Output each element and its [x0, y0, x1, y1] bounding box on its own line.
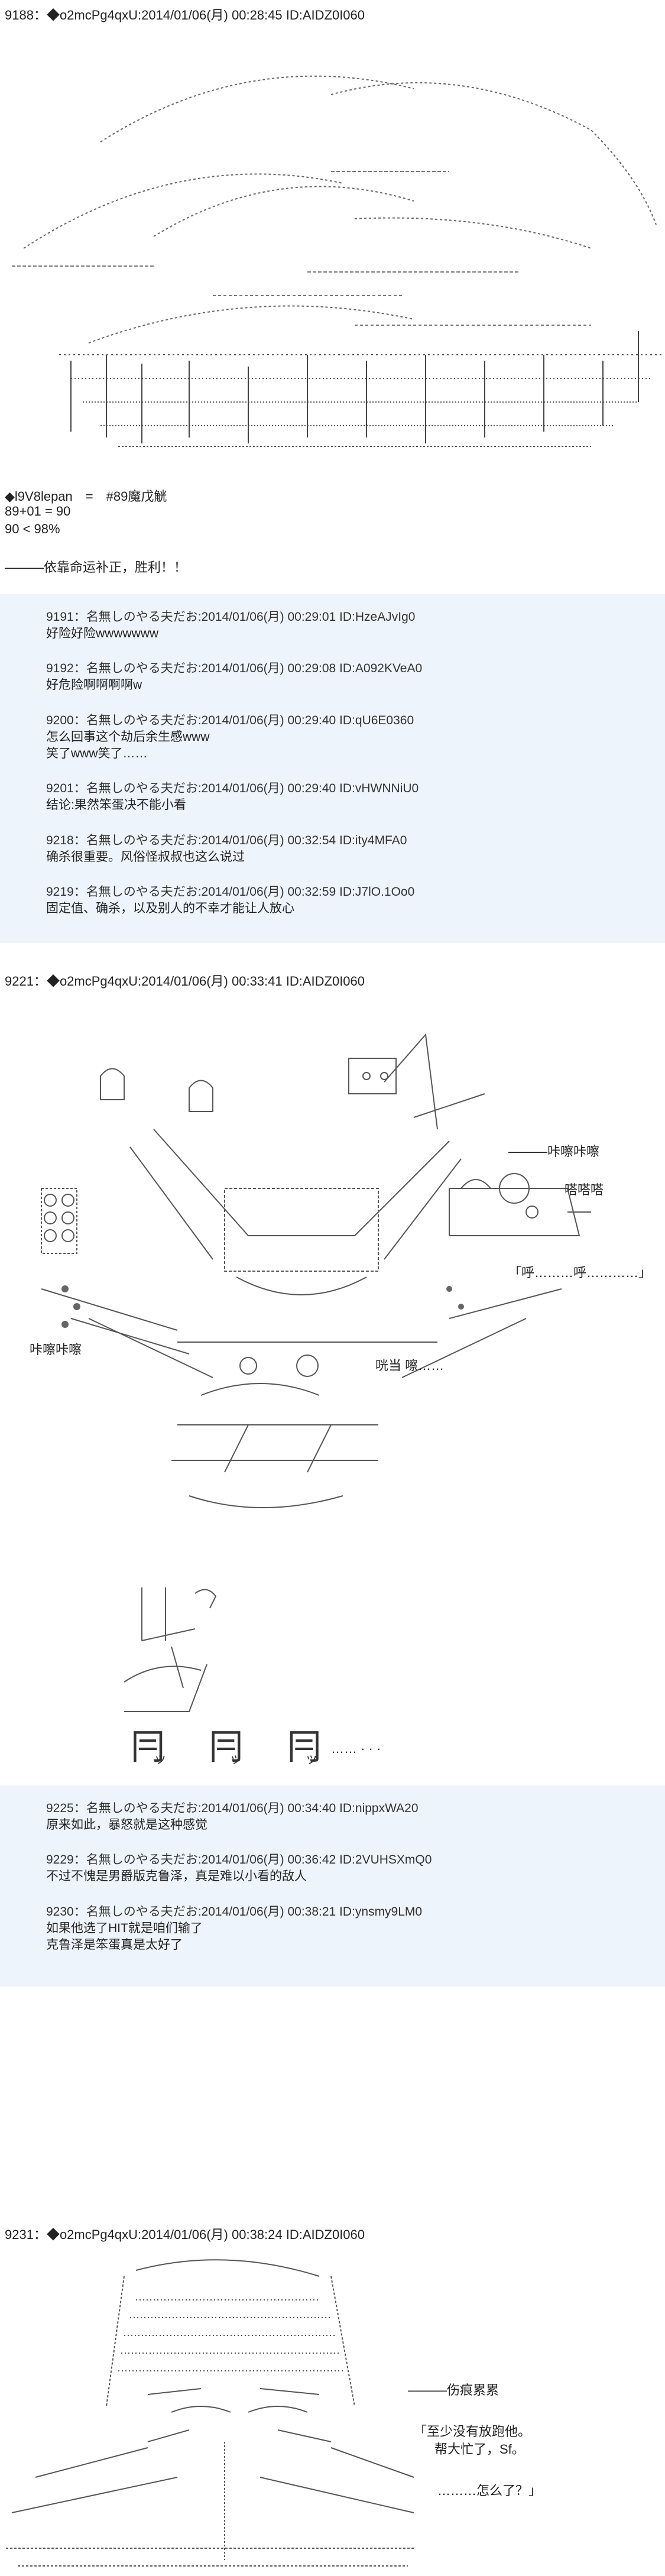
reply-9230: 9230：名無しのやる夫だお:2014/01/06(月) 00:38:21 ID… [46, 1904, 422, 1953]
reply-9201: 9201：名無しのやる夫だお:2014/01/06(月) 00:29:40 ID… [46, 780, 419, 814]
reply-text: 好险好险wwwwwww [46, 627, 159, 640]
sfx-tata: 嗒嗒嗒 [565, 1182, 604, 1197]
glyph-row-sub: ッ ッ ッ [154, 1752, 318, 1767]
reply-text: 结论:果然笨蛋决不能小看 [46, 798, 186, 812]
reply-header: 9225：名無しのやる夫だお:2014/01/06(月) 00:34:40 ID… [46, 1801, 419, 1815]
reply-text: 怎么回事这个劫后余生感www [46, 730, 210, 744]
reply-text: 确杀很重要。风俗怪叔叔也这么说过 [46, 850, 245, 864]
reply-text: 原来如此，暴怒就是这种感觉 [46, 1818, 207, 1832]
post-header: 9231：◆o2mcPg4qxU:2014/01/06(月) 00:38:24 … [5, 2227, 365, 2242]
dice-line-1: ◆l9V8lepan = #89魔戊觥 [5, 489, 167, 504]
reply-header: 9191：名無しのやる夫だお:2014/01/06(月) 00:29:01 ID… [46, 610, 416, 624]
reply-9225: 9225：名無しのやる夫だお:2014/01/06(月) 00:34:40 ID… [46, 1800, 419, 1833]
speech-line-3: ………怎么了？」 [437, 2483, 542, 2498]
narration-line: ———依靠命运补正，胜利！！ [5, 560, 187, 575]
reply-text: 好危险啊啊啊啊w [46, 678, 142, 692]
reply-header: 9218：名無しのやる夫だお:2014/01/06(月) 00:32:54 ID… [46, 834, 407, 847]
reply-9218: 9218：名無しのやる夫だお:2014/01/06(月) 00:32:54 ID… [46, 832, 407, 866]
ascii-art-figure-small [124, 1587, 217, 1712]
dice-line-2: 89+01 = 90 [5, 504, 71, 519]
dice-line-3: 90 < 98% [5, 521, 60, 536]
post-9231: 9231：◆o2mcPg4qxU:2014/01/06(月) 00:38:24 … [0, 2211, 665, 2576]
post-header: 9221：◆o2mcPg4qxU:2014/01/06(月) 00:33:41 … [5, 974, 365, 989]
sfx-clang: 咣当 嚓…… [375, 1358, 445, 1373]
reply-header: 9201：名無しのやる夫だお:2014/01/06(月) 00:29:40 ID… [46, 782, 419, 795]
reply-text: 不过不愧是男爵版克鲁泽，真是难以小看的敌人 [46, 1869, 307, 1883]
reply-header: 9192：名無しのやる夫だお:2014/01/06(月) 00:29:08 ID… [46, 662, 423, 675]
reply-text: 克鲁泽是笨蛋真是太好了 [46, 1938, 183, 1952]
ascii-art-figure [6, 2259, 414, 2567]
reply-text: 固定值、确杀，以及别人的不幸才能让人放心 [46, 902, 294, 915]
reply-box-1: 9191：名無しのやる夫だお:2014/01/06(月) 00:29:01 ID… [0, 594, 665, 943]
sfx-kacha-2: 咔嚓咔嚓 [30, 1342, 82, 1357]
reply-9229: 9229：名無しのやる夫だお:2014/01/06(月) 00:36:42 ID… [46, 1852, 432, 1885]
reply-header: 9219：名無しのやる夫だお:2014/01/06(月) 00:32:59 ID… [46, 885, 415, 899]
post-9188: 9188：◆o2mcPg4qxU:2014/01/06(月) 00:28:45 … [0, 0, 665, 958]
reply-9191: 9191：名無しのやる夫だお:2014/01/06(月) 00:29:01 ID… [46, 609, 415, 642]
reply-box-2: 9225：名無しのやる夫だお:2014/01/06(月) 00:34:40 ID… [0, 1786, 665, 1987]
reply-text: 如果他选了HIT就是咱们输了 [46, 1922, 203, 1935]
ellipsis: …… · · · [331, 1741, 381, 1756]
reply-header: 9200：名無しのやる夫だお:2014/01/06(月) 00:29:40 ID… [46, 714, 414, 727]
reply-9192: 9192：名無しのやる夫だお:2014/01/06(月) 00:29:08 ID… [46, 660, 422, 694]
speech-line-2: 帮大忙了，Sf。 [434, 2442, 525, 2457]
reply-text: 笑了www笑了…… [46, 747, 148, 760]
sfx-kacha-1: ———咔嚓咔嚓 [508, 1144, 600, 1159]
reply-header: 9230：名無しのやる夫だお:2014/01/06(月) 00:38:21 ID… [46, 1905, 423, 1919]
sfx-breath: 「呼………呼…………」 [508, 1265, 652, 1280]
ascii-art-machine [41, 1033, 591, 1508]
reply-9200: 9200：名無しのやる夫だお:2014/01/06(月) 00:29:40 ID… [46, 712, 414, 762]
post-9221: 9221：◆o2mcPg4qxU:2014/01/06(月) 00:33:41 … [0, 958, 665, 2193]
speech-line-1: 「至少没有放跑他。 [414, 2424, 531, 2439]
post-header: 9188：◆o2mcPg4qxU:2014/01/06(月) 00:28:45 … [5, 8, 365, 22]
ascii-art-landscape [12, 75, 662, 447]
glyph-row: 冃 冃 冃 [130, 1726, 322, 1768]
reply-9219: 9219：名無しのやる夫だお:2014/01/06(月) 00:32:59 ID… [46, 884, 414, 917]
reply-header: 9229：名無しのやる夫だお:2014/01/06(月) 00:36:42 ID… [46, 1853, 432, 1867]
label-scarred: ———伤痕累累 [408, 2383, 499, 2397]
